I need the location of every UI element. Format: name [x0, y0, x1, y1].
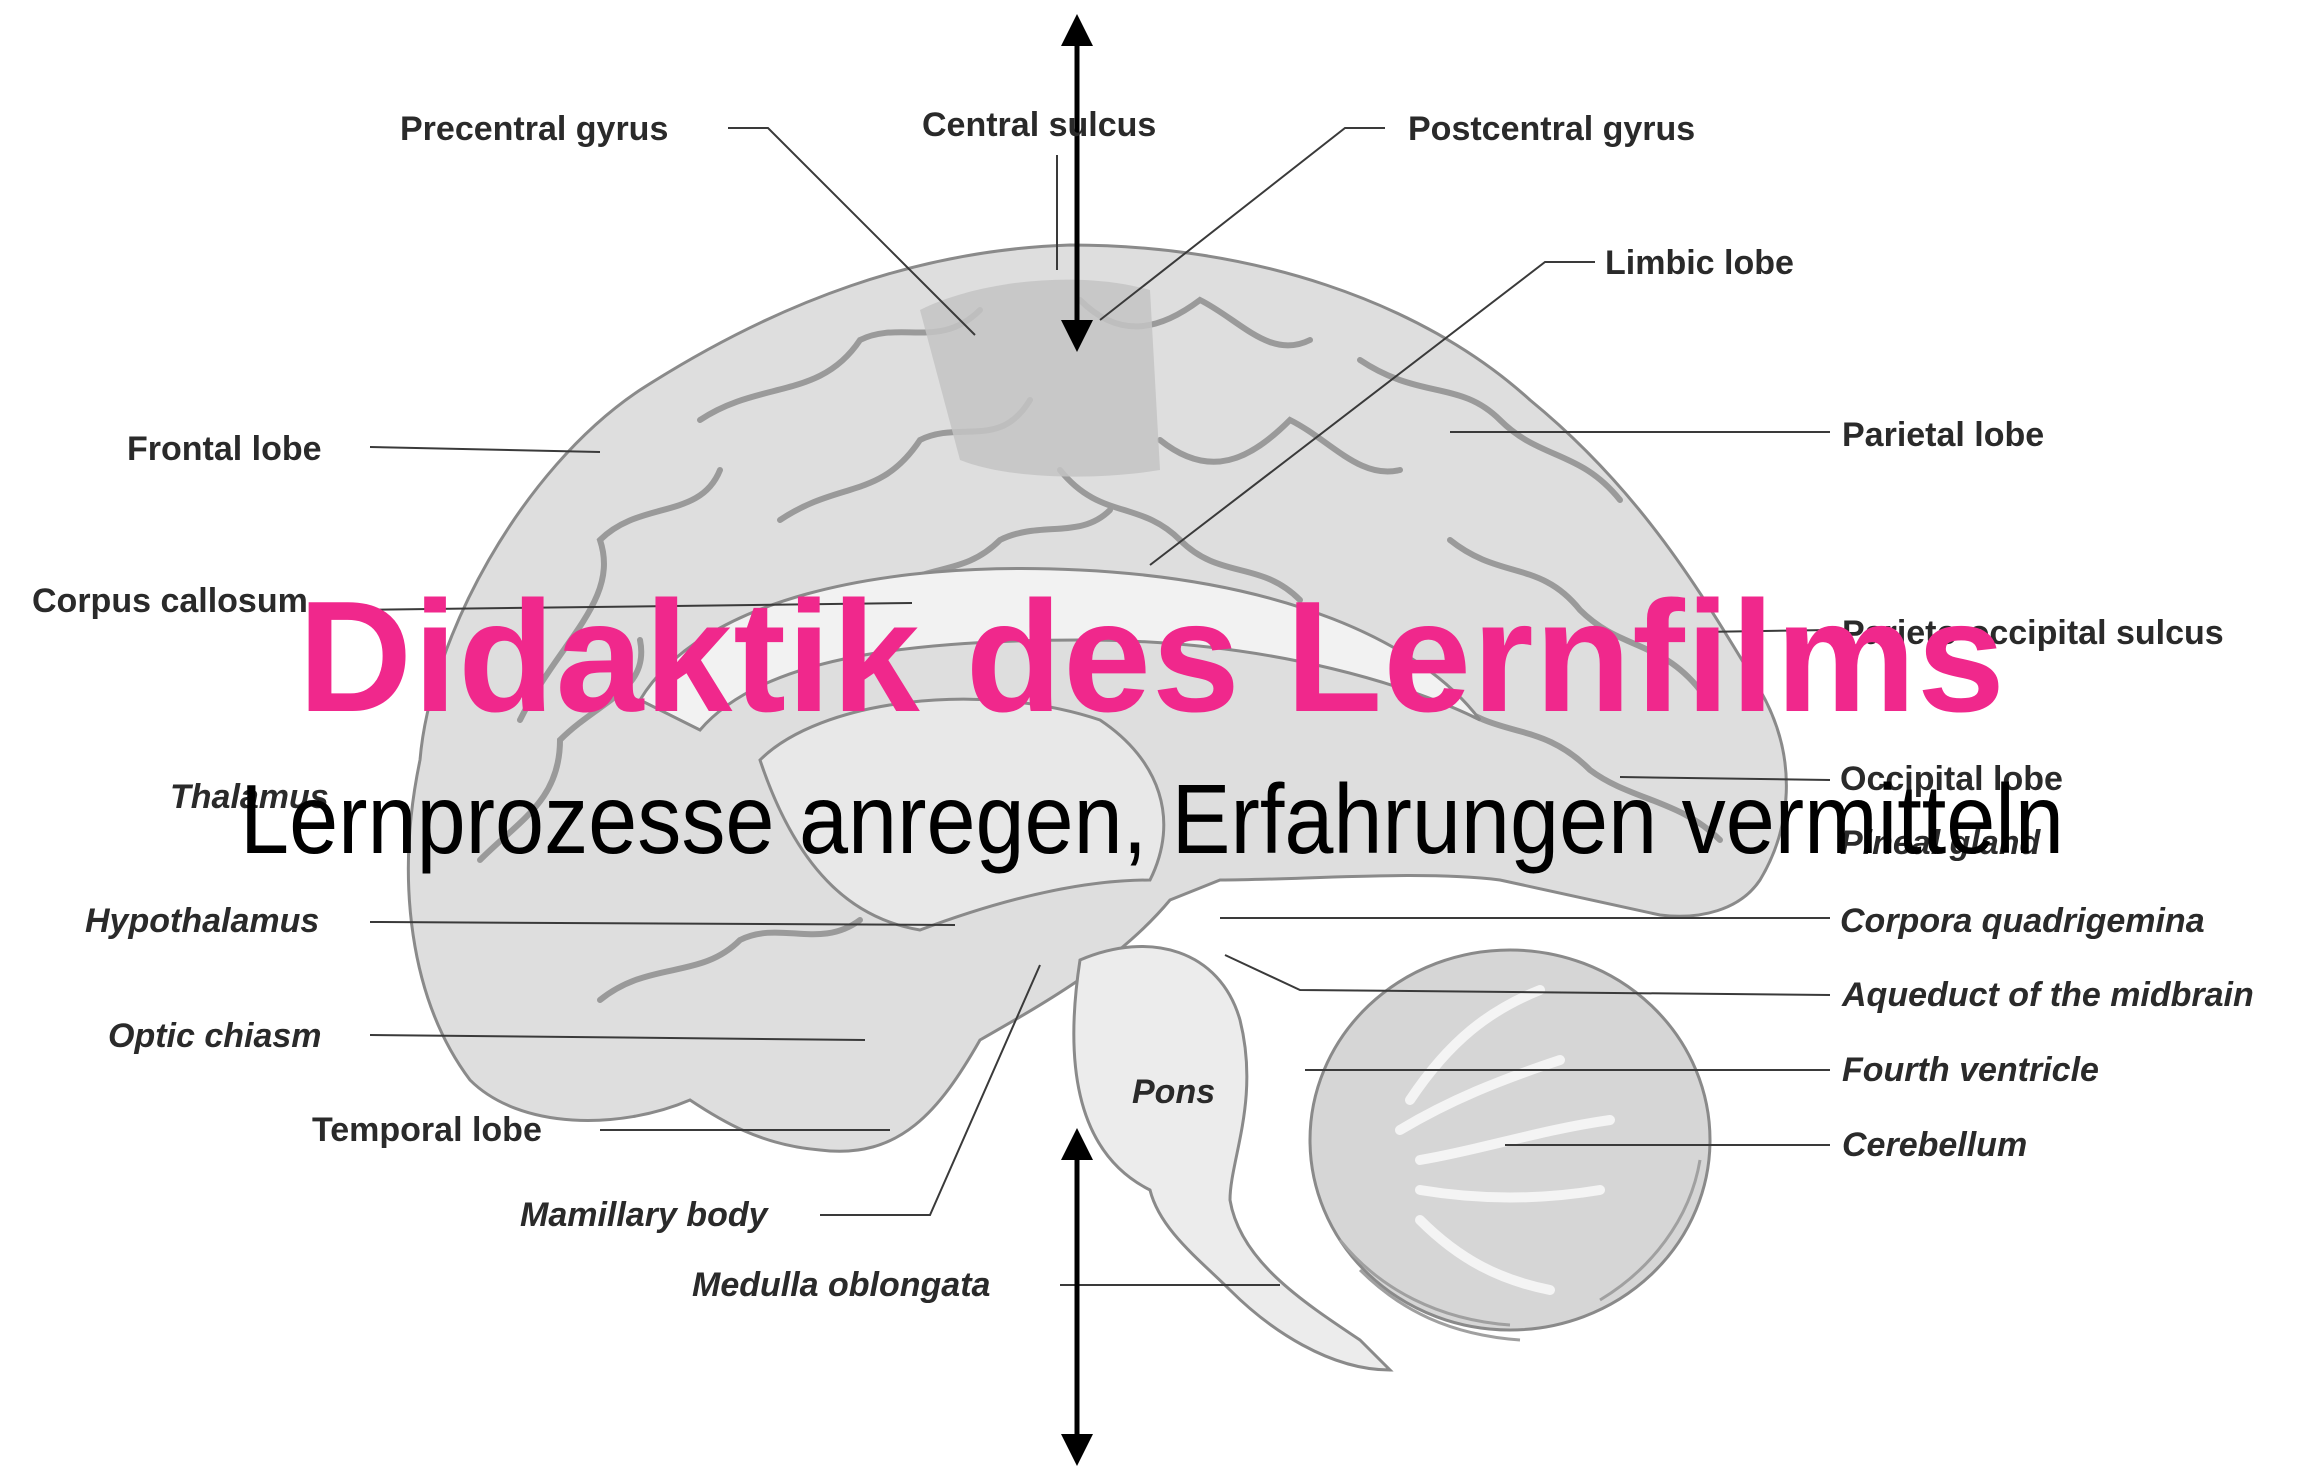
label-cerebellum: Cerebellum — [1842, 1128, 2027, 1162]
label-central-sulcus: Central sulcus — [922, 108, 1156, 142]
label-pons: Pons — [1132, 1075, 1215, 1109]
bottom-double-arrow — [1061, 1128, 1093, 1466]
label-postcentral-gyrus: Postcentral gyrus — [1408, 112, 1695, 146]
label-fourth-ventricle: Fourth ventricle — [1842, 1053, 2099, 1087]
label-mamillary-body: Mamillary body — [520, 1198, 768, 1232]
label-medulla-oblongata: Medulla oblongata — [692, 1268, 990, 1302]
slide-subtitle: Lernprozesse anregen, Erfahrungen vermit… — [115, 770, 2189, 868]
label-parietal-lobe: Parietal lobe — [1842, 418, 2044, 452]
label-temporal-lobe: Temporal lobe — [312, 1113, 542, 1147]
label-precentral-gyrus: Precentral gyrus — [400, 112, 668, 146]
label-aqueduct: Aqueduct of the midbrain — [1842, 978, 2254, 1012]
slide-title: Didaktik des Lernfilms — [0, 578, 2304, 736]
label-optic-chiasm: Optic chiasm — [108, 1019, 322, 1053]
label-frontal-lobe: Frontal lobe — [127, 432, 322, 466]
label-corpora-quadrigemina: Corpora quadrigemina — [1840, 904, 2205, 938]
label-limbic-lobe: Limbic lobe — [1605, 246, 1794, 280]
label-hypothalamus: Hypothalamus — [85, 904, 319, 938]
